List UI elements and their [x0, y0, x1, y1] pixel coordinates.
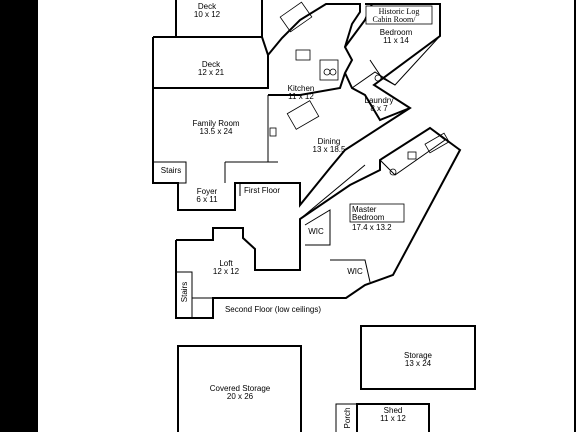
deck-wall: [152, 36, 269, 89]
master-label-box: [349, 203, 405, 223]
covered-storage-wall: [177, 345, 302, 432]
historic-label-line2: Cabin Room/: [373, 15, 417, 24]
laundry-wall: [344, 72, 411, 122]
shed-label: Shed: [384, 406, 403, 415]
first-floor-stairs-box: [152, 161, 187, 184]
master-inner-wall: [299, 164, 366, 220]
kitchen-island-icon: [286, 100, 320, 130]
kitchen-size: 11 x 12: [288, 92, 314, 101]
dining-size: 13 x 18.5: [313, 145, 346, 154]
master-label-line2: Bedroom: [352, 213, 385, 222]
historic-label-line1: Historic Log: [379, 7, 420, 16]
kitchen-label: Kitchen: [288, 84, 315, 93]
master-label-line1: Master: [352, 205, 377, 214]
storage-size: 13 x 24: [405, 359, 432, 368]
shed-size: 11 x 12: [380, 414, 406, 423]
wic-left-label: WIC: [308, 227, 324, 236]
range-icon: [279, 1, 313, 33]
second-floor-outer-wall: [175, 126, 462, 319]
loft-size: 12 x 12: [213, 267, 240, 276]
covered-storage-label: Covered Storage: [210, 384, 271, 393]
stairs-label: Stairs: [161, 166, 181, 175]
master-size: 17.4 x 13.2: [352, 223, 392, 232]
dining-label: Dining: [318, 137, 341, 146]
laundry-inner: [351, 71, 396, 89]
second-floor: Master Bedroom 17.4 x 13.2 WIC WIC Loft …: [175, 126, 462, 319]
counter-icon: [319, 59, 339, 81]
family-room-size: 13.5 x 24: [200, 127, 233, 136]
deck-top-label: Deck: [198, 2, 217, 11]
foyer-label: Foyer: [197, 187, 218, 196]
foyer-size: 6 x 11: [196, 195, 218, 204]
wic-right-label: WIC: [347, 267, 363, 276]
bedroom-size: 11 x 14: [383, 36, 409, 45]
storage-label: Storage: [404, 351, 433, 360]
laundry-size: 8 x 7: [370, 104, 388, 113]
toilet-icon: [389, 168, 397, 176]
second-floor-label: Second Floor (low ceilings): [225, 305, 321, 314]
first-floor-label: First Floor: [244, 186, 280, 195]
covered-storage-size: 20 x 26: [227, 392, 254, 401]
historic-label-box: [365, 5, 433, 25]
storage-wall: [360, 325, 476, 390]
fireplace-icon: [269, 127, 277, 137]
wic-left-wall: [304, 209, 331, 246]
porch-label: Porch: [343, 408, 352, 429]
bath-wall: [379, 127, 446, 176]
loft-label: Loft: [219, 259, 233, 268]
first-floor: Deck 10 x 12 Deck 12 x 21 Kitchen 11 x 1…: [152, 0, 441, 211]
shed-wall: [356, 403, 430, 432]
first-floor-outer-wall: [152, 3, 441, 211]
sink-basin-icon: [329, 68, 337, 76]
kitchen-wall: [267, 3, 361, 96]
deck-top-size: 10 x 12: [194, 10, 221, 19]
outbuildings: Covered Storage 20 x 26 Storage 13 x 24 …: [177, 325, 476, 432]
bedroom-label: Bedroom: [380, 28, 413, 37]
bathtub-icon: [424, 132, 450, 154]
bedroom-lower: [369, 35, 441, 86]
vanity-icon: [407, 151, 417, 160]
sink-icon: [295, 49, 311, 61]
laundry-label: Laundry: [365, 96, 394, 105]
porch-wall: [335, 403, 357, 432]
loft-stairs-box: [175, 271, 193, 319]
wic-right-wall: [330, 259, 371, 283]
deck-size: 12 x 21: [198, 68, 225, 77]
toilet-icon: [374, 74, 382, 82]
family-room-label: Family Room: [192, 119, 239, 128]
kitchen-fixtures: [269, 1, 382, 137]
loft-stairs-label: Stairs: [180, 282, 189, 302]
deck-label: Deck: [202, 60, 221, 69]
